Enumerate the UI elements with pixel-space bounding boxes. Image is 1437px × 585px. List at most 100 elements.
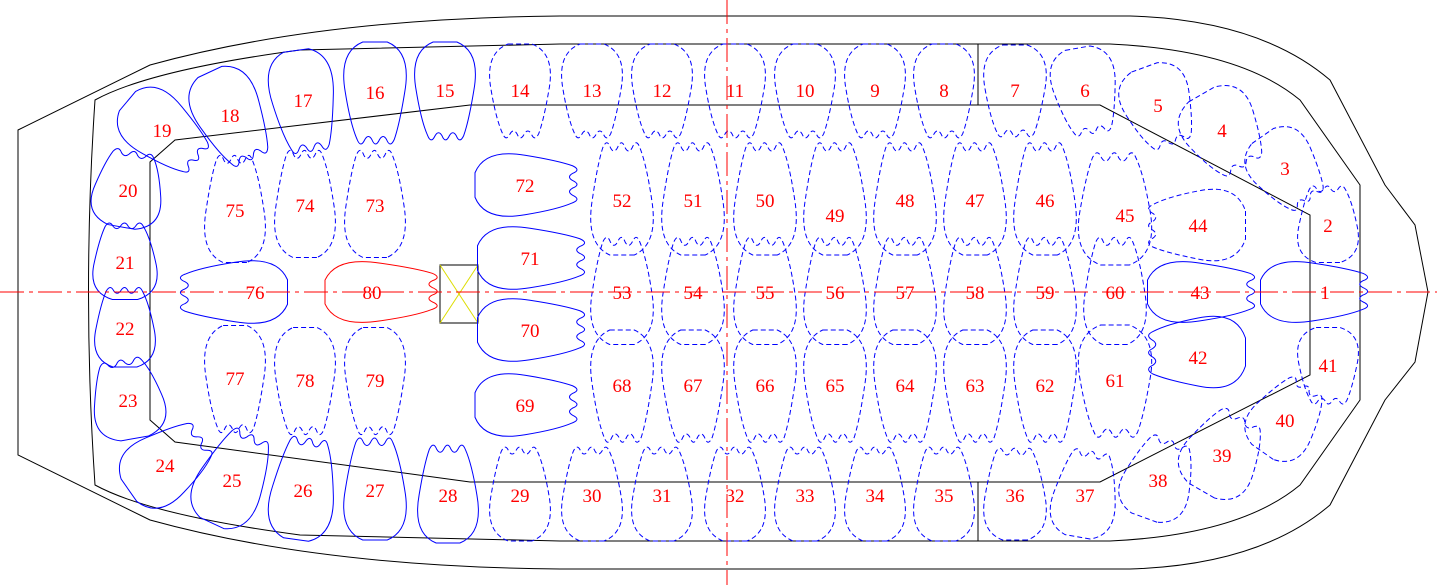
cell-74[interactable]: 74 xyxy=(274,149,336,258)
cell-68[interactable]: 68 xyxy=(590,329,654,443)
cell-44[interactable]: 44 xyxy=(1148,188,1246,262)
cell-outline xyxy=(1077,152,1153,266)
cell-outline xyxy=(704,446,766,542)
cell-label: 66 xyxy=(756,376,775,397)
cell-outline xyxy=(179,260,288,324)
cell-label: 1 xyxy=(1320,283,1330,304)
cell-41[interactable]: 41 xyxy=(1297,327,1359,405)
cell-label: 43 xyxy=(1191,283,1210,304)
cell-55[interactable]: 55 xyxy=(733,236,797,345)
cell-9[interactable]: 9 xyxy=(844,43,906,139)
cell-28[interactable]: 28 xyxy=(417,444,479,544)
cell-60[interactable]: 60 xyxy=(1083,236,1147,345)
cell-7[interactable]: 7 xyxy=(983,44,1047,138)
cell-59[interactable]: 59 xyxy=(1013,236,1077,345)
cell-73[interactable]: 73 xyxy=(344,149,406,258)
cell-outline xyxy=(190,427,269,530)
cell-57[interactable]: 57 xyxy=(873,236,937,345)
cell-22[interactable]: 22 xyxy=(94,286,156,368)
cell-outline xyxy=(94,286,156,368)
cell-35[interactable]: 35 xyxy=(913,446,975,542)
cell-47[interactable]: 47 xyxy=(943,142,1007,256)
cell-6[interactable]: 6 xyxy=(1046,43,1124,140)
cell-66[interactable]: 66 xyxy=(733,329,797,443)
cell-50[interactable]: 50 xyxy=(733,142,797,256)
cell-outline xyxy=(590,142,654,256)
cell-11[interactable]: 11 xyxy=(704,43,766,139)
cell-25[interactable]: 25 xyxy=(182,421,284,537)
cell-53[interactable]: 53 xyxy=(590,236,654,345)
cell-43[interactable]: 43 xyxy=(1147,261,1256,323)
cell-outline xyxy=(414,41,476,141)
cell-37[interactable]: 37 xyxy=(1046,446,1124,543)
cell-label: 62 xyxy=(1036,376,1055,397)
cell-62[interactable]: 62 xyxy=(1013,329,1077,443)
cell-64[interactable]: 64 xyxy=(873,329,937,443)
cell-outline xyxy=(774,43,836,139)
cell-40[interactable]: 40 xyxy=(1235,368,1336,472)
cell-10[interactable]: 10 xyxy=(774,43,836,139)
cell-label: 76 xyxy=(246,283,265,304)
cell-42[interactable]: 42 xyxy=(1148,315,1246,389)
cell-label: 9 xyxy=(870,81,880,102)
cell-58[interactable]: 58 xyxy=(943,236,1007,345)
cell-26[interactable]: 26 xyxy=(264,434,342,544)
cell-outline xyxy=(1260,261,1369,323)
cell-12[interactable]: 12 xyxy=(631,43,693,139)
cell-1[interactable]: 1 xyxy=(1260,261,1369,323)
cell-54[interactable]: 54 xyxy=(661,236,725,345)
cell-36[interactable]: 36 xyxy=(983,447,1047,541)
cell-38[interactable]: 38 xyxy=(1112,429,1205,530)
cell-17[interactable]: 17 xyxy=(264,46,342,156)
cell-18[interactable]: 18 xyxy=(180,58,282,174)
cell-80[interactable]: 80 xyxy=(324,261,438,323)
cell-61[interactable]: 61 xyxy=(1077,324,1153,438)
cell-13[interactable]: 13 xyxy=(561,43,623,139)
cell-16[interactable]: 16 xyxy=(343,41,407,145)
cell-outline xyxy=(474,153,578,217)
cell-65[interactable]: 65 xyxy=(803,329,867,443)
cell-24[interactable]: 24 xyxy=(109,410,223,519)
cell-19[interactable]: 19 xyxy=(107,76,219,184)
cell-69[interactable]: 69 xyxy=(474,373,578,437)
cell-15[interactable]: 15 xyxy=(414,41,476,141)
cell-8[interactable]: 8 xyxy=(913,43,975,139)
cell-outline xyxy=(661,142,725,256)
cell-39[interactable]: 39 xyxy=(1169,399,1277,509)
cell-20[interactable]: 20 xyxy=(87,146,169,233)
cell-5[interactable]: 5 xyxy=(1112,55,1205,156)
cell-21[interactable]: 21 xyxy=(92,222,158,300)
cell-63[interactable]: 63 xyxy=(943,329,1007,443)
cell-78[interactable]: 78 xyxy=(274,327,336,436)
cell-45[interactable]: 45 xyxy=(1077,152,1153,266)
cell-outline xyxy=(1148,188,1246,262)
cell-49[interactable]: 49 xyxy=(803,142,867,256)
cell-52[interactable]: 52 xyxy=(590,142,654,256)
cell-3[interactable]: 3 xyxy=(1235,117,1336,221)
cell-27[interactable]: 27 xyxy=(343,437,407,541)
cell-46[interactable]: 46 xyxy=(1013,142,1077,256)
cell-56[interactable]: 56 xyxy=(803,236,867,345)
cell-29[interactable]: 29 xyxy=(489,446,551,542)
cell-34[interactable]: 34 xyxy=(844,446,906,542)
cell-23[interactable]: 23 xyxy=(86,354,170,445)
cell-32[interactable]: 32 xyxy=(704,446,766,542)
cell-77[interactable]: 77 xyxy=(204,325,266,434)
cell-76[interactable]: 76 xyxy=(179,260,288,324)
cell-30[interactable]: 30 xyxy=(561,446,623,542)
cell-label: 18 xyxy=(221,106,240,127)
cell-label: 57 xyxy=(896,283,915,304)
cell-67[interactable]: 67 xyxy=(661,329,725,443)
cell-72[interactable]: 72 xyxy=(474,153,578,217)
cell-2[interactable]: 2 xyxy=(1297,185,1359,263)
cell-51[interactable]: 51 xyxy=(661,142,725,256)
cell-4[interactable]: 4 xyxy=(1169,75,1277,185)
cell-31[interactable]: 31 xyxy=(631,446,693,542)
cell-70[interactable]: 70 xyxy=(477,298,586,362)
cell-14[interactable]: 14 xyxy=(489,43,551,139)
cell-71[interactable]: 71 xyxy=(477,226,586,290)
cell-75[interactable]: 75 xyxy=(204,154,266,263)
cell-33[interactable]: 33 xyxy=(774,446,836,542)
cell-48[interactable]: 48 xyxy=(873,142,937,256)
cell-79[interactable]: 79 xyxy=(344,327,406,436)
